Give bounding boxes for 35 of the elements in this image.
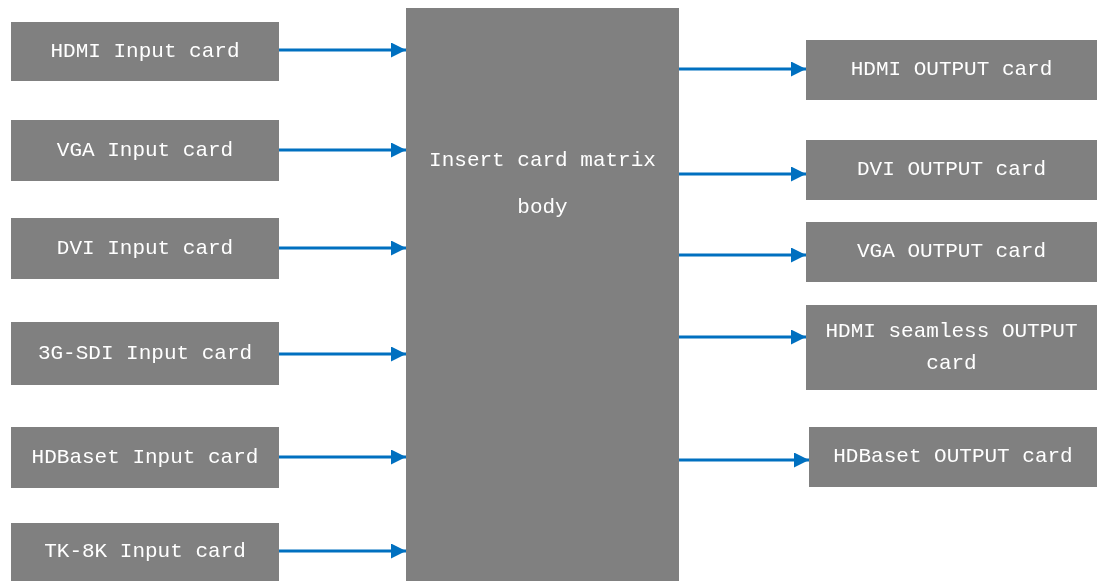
card-label: TK-8K Input card — [44, 539, 246, 566]
card-label: HDMI Input card — [50, 38, 240, 65]
arrow — [279, 240, 406, 256]
card-label: Insert card matrix body — [428, 148, 657, 221]
card-box — [11, 22, 279, 81]
card-box — [809, 427, 1097, 487]
arrow — [279, 449, 406, 465]
arrow — [279, 543, 406, 559]
card-box — [806, 140, 1097, 200]
card-box — [11, 427, 279, 488]
card-label: VGA Input card — [56, 137, 234, 164]
card-label: DVI Input card — [56, 235, 234, 262]
arrow — [679, 166, 806, 182]
card-label: HDBaset OUTPUT card — [833, 444, 1073, 471]
arrow — [279, 142, 406, 158]
arrow — [679, 452, 809, 468]
arrow — [679, 61, 806, 77]
card-box — [806, 222, 1097, 282]
card-label: HDBaset Input card — [31, 444, 259, 471]
card-box — [11, 120, 279, 181]
card-box — [806, 40, 1097, 100]
arrow — [279, 42, 406, 58]
matrix-body-box — [406, 8, 679, 581]
card-label: DVI OUTPUT card — [857, 157, 1046, 184]
card-label: 3G-SDI Input card — [37, 340, 253, 367]
card-label: HDMI seamless OUTPUT card — [824, 319, 1079, 377]
card-box — [11, 523, 279, 581]
card-box — [11, 218, 279, 279]
arrow — [679, 329, 806, 345]
card-box — [11, 322, 279, 385]
arrow — [679, 247, 806, 263]
card-label: VGA OUTPUT card — [857, 239, 1046, 266]
card-box — [806, 305, 1097, 390]
arrow — [279, 346, 406, 362]
card-label: HDMI OUTPUT card — [850, 57, 1053, 84]
